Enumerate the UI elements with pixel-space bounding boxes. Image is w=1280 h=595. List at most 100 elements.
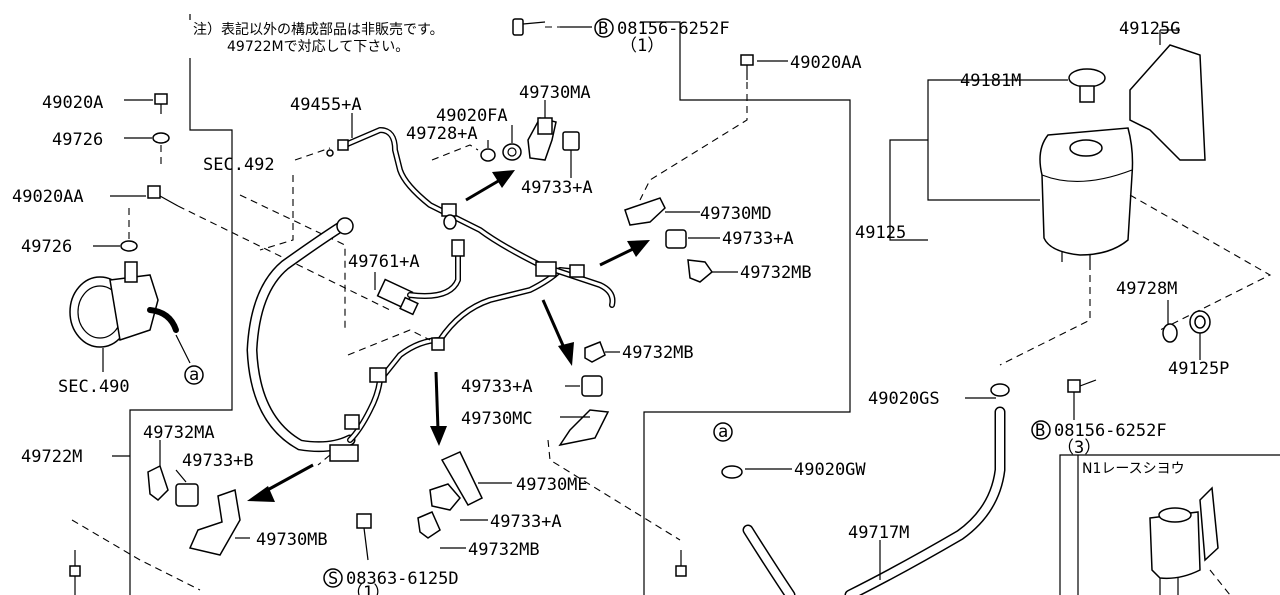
return-hose-49717m[interactable]: 49717M bbox=[742, 406, 1006, 595]
dashed-guide bbox=[431, 144, 479, 161]
s-circle-letter: S bbox=[328, 569, 338, 589]
hose-inner-shape bbox=[744, 526, 794, 595]
a-circle-letter: a bbox=[718, 422, 728, 442]
washer-49726-b[interactable]: 49726 bbox=[21, 208, 138, 257]
cap-stem-shape bbox=[1079, 85, 1095, 103]
note-line-1: 注）表記以外の構成部品は非販売です。 bbox=[193, 21, 444, 38]
part-label-49020aa-top: 49020AA bbox=[790, 53, 862, 73]
power-steering-pump[interactable]: a SEC.490 bbox=[58, 261, 204, 397]
dashed-guide bbox=[177, 205, 391, 311]
part-label-49732ma: 49732MA bbox=[143, 423, 215, 443]
part-label-49730ma: 49730MA bbox=[519, 83, 591, 103]
grommet-shape bbox=[562, 131, 580, 151]
washer-shape bbox=[152, 132, 170, 144]
bolt-49020a[interactable]: 49020A bbox=[42, 93, 168, 114]
n1-race-inset: N1レースシヨウ bbox=[1082, 461, 1231, 595]
bolt-head-shape bbox=[1067, 379, 1081, 393]
grommet-49733a-2[interactable]: 49733+A bbox=[665, 229, 794, 249]
clamp-shape bbox=[502, 143, 522, 161]
washer-49726-a[interactable]: 49726 bbox=[52, 130, 170, 165]
bolt-08156-right[interactable]: B 08156-6252F （3） bbox=[1031, 379, 1167, 458]
reservoir-cap-shape bbox=[1068, 68, 1106, 88]
part-label-49733b: 49733+B bbox=[182, 451, 254, 471]
return-pipe-49455a[interactable]: 49455+A bbox=[290, 95, 616, 308]
clamp-49020gs[interactable]: 49020GS bbox=[868, 383, 1010, 409]
clamp-hole-shape bbox=[507, 147, 517, 157]
bolt-head-shape bbox=[69, 565, 81, 577]
n1-race-label: N1レースシヨウ bbox=[1082, 461, 1185, 477]
bolt-head-shape bbox=[675, 565, 687, 577]
part-label-49726-b: 49726 bbox=[21, 237, 72, 257]
part-label-08156-6252f-top: 08156-6252F bbox=[617, 19, 730, 39]
bolt-head-shape bbox=[512, 18, 524, 36]
pipe-inner-shape bbox=[348, 338, 442, 442]
part-label-49733a-3: 49733+A bbox=[461, 377, 533, 397]
leader-line bbox=[175, 469, 187, 483]
part-label-49125g: 49125G bbox=[1119, 19, 1180, 39]
arrow-shaft bbox=[541, 299, 567, 351]
part-label-49730mb: 49730MB bbox=[256, 530, 328, 550]
part-label-08363-6125d: 08363-6125D bbox=[346, 569, 459, 589]
bolt-08156-top[interactable]: B 08156-6252F （1） bbox=[512, 18, 730, 56]
grommet-49728a[interactable]: 49728+A bbox=[406, 124, 496, 162]
bolt-head-shape bbox=[740, 54, 754, 66]
bolt-49020aa-left[interactable]: 49020AA bbox=[12, 185, 391, 311]
dashed-guide bbox=[71, 519, 201, 591]
grommet-49733a-1[interactable]: 49733+A bbox=[521, 131, 593, 198]
bracket-49730me[interactable]: 49730ME bbox=[440, 451, 588, 506]
grommet-49733a-4[interactable]: 49733+A bbox=[429, 483, 562, 532]
bracket-shape bbox=[624, 197, 666, 226]
sensor-connector-shape bbox=[451, 239, 465, 257]
dashed-guide bbox=[317, 454, 331, 466]
clip-49732mb-3[interactable]: 49732MB bbox=[417, 511, 540, 560]
bracket-49125g-shape bbox=[1129, 44, 1206, 161]
a-circle-letter: a bbox=[189, 365, 199, 385]
grommet-49733b[interactable]: 49733+B bbox=[175, 451, 254, 507]
b-circle-icon bbox=[594, 18, 614, 38]
screw-08363[interactable]: S 08363-6125D （1） bbox=[323, 513, 459, 595]
part-label-49455a: 49455+A bbox=[290, 95, 362, 115]
clamp-49020fa[interactable]: 49020FA bbox=[436, 106, 522, 161]
part-label-49732mb-3: 49732MB bbox=[468, 540, 540, 560]
part-label-49732mb-1: 49732MB bbox=[740, 263, 812, 283]
qty-label-right: （3） bbox=[1057, 438, 1101, 458]
grommet-group-right[interactable]: 49728M 49125P bbox=[1116, 279, 1229, 379]
clamp-shape bbox=[721, 465, 743, 479]
arrow-shaft bbox=[465, 178, 501, 202]
reservoir-neck-shape bbox=[1069, 139, 1103, 157]
clip-49732ma[interactable]: 49732MA bbox=[143, 423, 215, 501]
bracket-49730mc[interactable]: 49730MC bbox=[461, 409, 681, 541]
dashed-guide bbox=[239, 194, 346, 330]
bracket-49730ma[interactable]: 49730MA bbox=[519, 83, 591, 161]
bracket-49730md[interactable]: 49730MD bbox=[624, 197, 772, 226]
bolt-head-shape bbox=[154, 93, 168, 105]
part-label-49761a: 49761+A bbox=[348, 252, 420, 272]
hose-assembly-49722m[interactable]: 49722M bbox=[21, 447, 130, 467]
bracket-49730mb[interactable]: 49730MB bbox=[188, 488, 328, 556]
pressure-sensor-49761a[interactable]: 49761+A bbox=[348, 239, 465, 316]
bolt-shaft-shape bbox=[159, 195, 179, 207]
part-label-49020fa: 49020FA bbox=[436, 106, 508, 126]
leader-line bbox=[175, 334, 191, 364]
bolt-49020aa-top[interactable]: 49020AA bbox=[639, 53, 862, 201]
clamp-49020gw[interactable]: a 49020GW bbox=[713, 422, 866, 480]
arrow-head-icon bbox=[627, 240, 650, 257]
b-circle-letter: B bbox=[598, 19, 608, 39]
part-label-49732mb-2: 49732MB bbox=[622, 343, 694, 363]
clip-shape bbox=[441, 203, 457, 217]
part-label-49125: 49125 bbox=[855, 223, 906, 243]
grommet-49733a-3[interactable]: 49733+A bbox=[461, 375, 603, 397]
clip-49732mb-2[interactable]: 49732MB bbox=[584, 341, 694, 363]
part-label-49020aa-left: 49020AA bbox=[12, 187, 84, 207]
clip-shape bbox=[569, 264, 585, 278]
arrow-head-icon bbox=[247, 486, 275, 502]
clip-shape bbox=[344, 414, 360, 430]
note-line-2: 49722Mで対応して下さい。 bbox=[227, 39, 409, 55]
bolt-shaft-shape bbox=[1079, 379, 1097, 387]
clip-49732mb-1[interactable]: 49732MB bbox=[687, 259, 812, 283]
reservoir-tank-assembly[interactable]: 49125G 49181M 49125 bbox=[855, 19, 1272, 366]
section-label-sec492: SEC.492 bbox=[203, 155, 275, 175]
pressure-hose-assembly[interactable]: SEC.492 bbox=[203, 147, 583, 466]
part-label-49733a-4: 49733+A bbox=[490, 512, 562, 532]
part-label-49730md: 49730MD bbox=[700, 204, 772, 224]
